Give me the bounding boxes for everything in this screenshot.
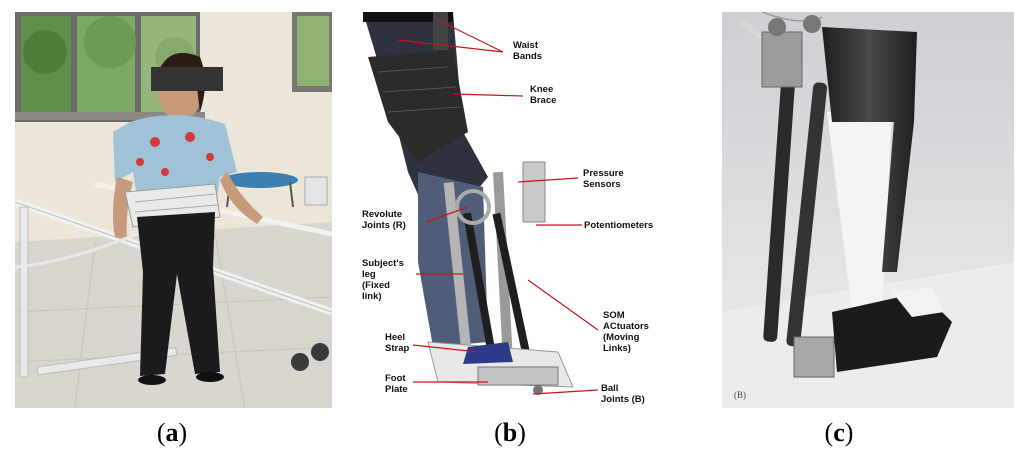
- photo-panel-a: [15, 12, 332, 408]
- caption-c: (c): [825, 418, 854, 448]
- caption-a-close: ): [178, 418, 188, 447]
- caption-a-open: (: [156, 418, 166, 447]
- caption-c-close: ): [844, 418, 854, 447]
- photo-b-illustration: [363, 12, 599, 395]
- label-waist-bands: Waist Bands: [513, 40, 543, 62]
- caption-c-letter: c: [833, 418, 845, 447]
- label-foot-plate: Foot Plate: [385, 373, 408, 395]
- caption-a: (a): [157, 418, 187, 448]
- label-subjects-leg: Subject's leg (Fixed link): [362, 258, 404, 302]
- photo-panel-c: (B): [722, 12, 1014, 408]
- label-knee-brace: Knee Brace: [530, 84, 557, 106]
- caption-b: (b): [494, 418, 526, 448]
- corner-mark: (B): [734, 390, 746, 400]
- caption-b-open: (: [494, 418, 503, 447]
- caption-b-letter: b: [502, 418, 518, 447]
- label-pressure-sensors: Pressure Sensors: [583, 168, 624, 190]
- photo-c-illustration: [722, 12, 1014, 408]
- photo-a-illustration: [15, 12, 332, 408]
- label-potentiometers: Potentiometers: [584, 220, 654, 231]
- caption-b-close: ): [517, 418, 526, 447]
- caption-a-letter: a: [165, 418, 179, 447]
- label-ball-joints: Ball Joints (B): [601, 383, 645, 405]
- label-som-actuators: SOM ACtuators (Moving Links): [603, 310, 649, 354]
- label-heel-strap: Heel Strap: [385, 332, 410, 354]
- photo-panel-b: Waist Bands Knee Brace Pressure Sensors …: [358, 12, 663, 408]
- caption-c-open: (: [824, 418, 834, 447]
- label-revolute-joints: Revolute Joints (R): [362, 209, 406, 231]
